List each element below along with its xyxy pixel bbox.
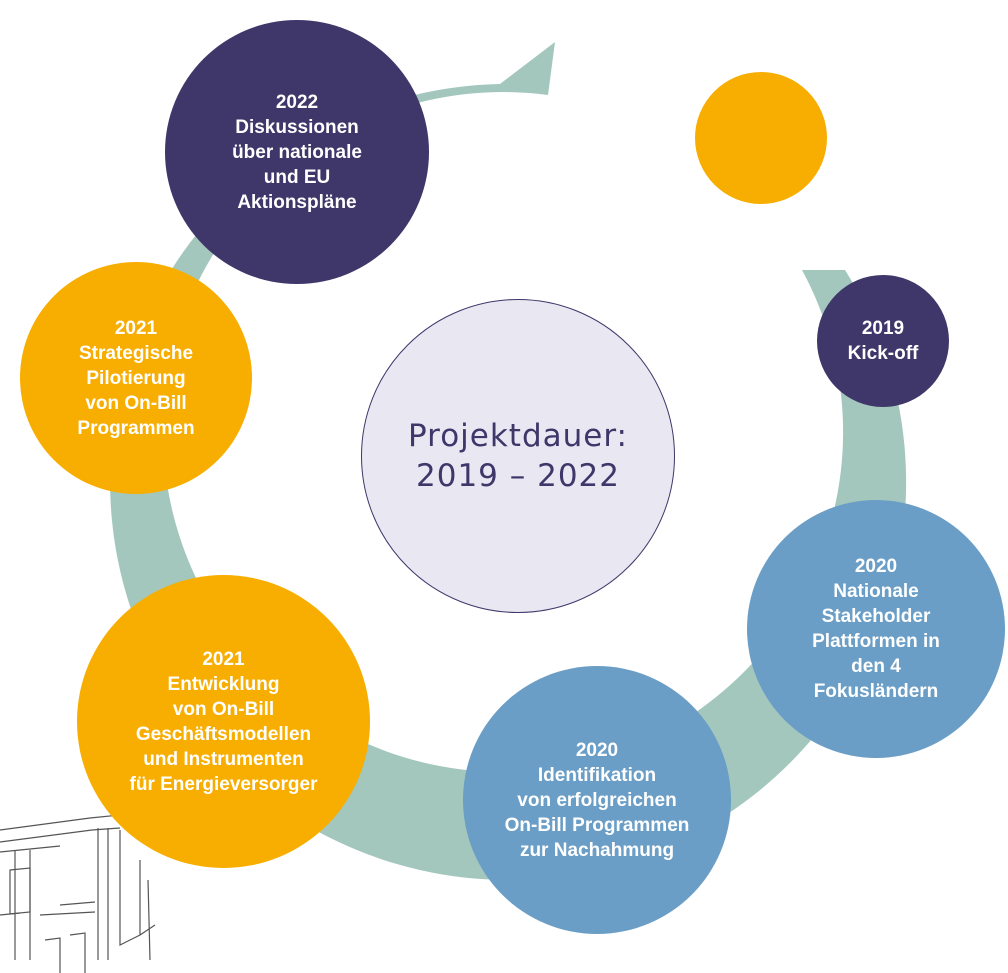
milestone-year: 2021: [114, 317, 158, 339]
milestone-2020-identification: 2020 Identifikation von erfolgreichen On…: [463, 666, 731, 934]
milestone-year: 2022: [275, 91, 319, 113]
milestone-year: 2020: [854, 556, 898, 577]
milestone-label: Nationale Stakeholder Plattformen in den…: [812, 581, 940, 702]
project-duration-heading: Projektdauer:: [407, 418, 628, 454]
milestone-label: Entwicklung von On-Bill Geschäftsmodelle…: [129, 673, 318, 795]
milestone-label: Diskussionen über nationale und EU Aktio…: [232, 116, 362, 213]
milestone-2021-business-models: 2021 Entwicklung von On-Bill Geschäftsmo…: [77, 575, 370, 868]
milestone-label: Identifikation von erfolgreichen On-Bill…: [504, 764, 690, 861]
project-duration-years: 2019 – 2022: [416, 458, 620, 494]
milestone-2021-strategic-piloting: 2021 Strategische Pilotierung von On-Bil…: [20, 262, 252, 494]
building-sketch-illustration: [0, 811, 176, 973]
project-duration-center: Projektdauer: 2019 – 2022: [361, 299, 675, 613]
milestone-year: 2019: [861, 318, 905, 339]
cycle-start-marker: [695, 72, 827, 204]
milestone-label: Kick-off: [847, 343, 919, 364]
milestone-2022-action-plans: 2022 Diskussionen über nationale und EU …: [165, 20, 429, 284]
milestone-2020-stakeholder-platforms: 2020 Nationale Stakeholder Plattformen i…: [747, 500, 1005, 758]
milestone-label: Strategische Pilotierung von On-Bill Pro…: [77, 342, 195, 439]
milestone-year: 2021: [202, 648, 245, 670]
milestone-2019-kickoff: 2019 Kick-off: [817, 275, 949, 407]
milestone-year: 2020: [575, 739, 619, 761]
